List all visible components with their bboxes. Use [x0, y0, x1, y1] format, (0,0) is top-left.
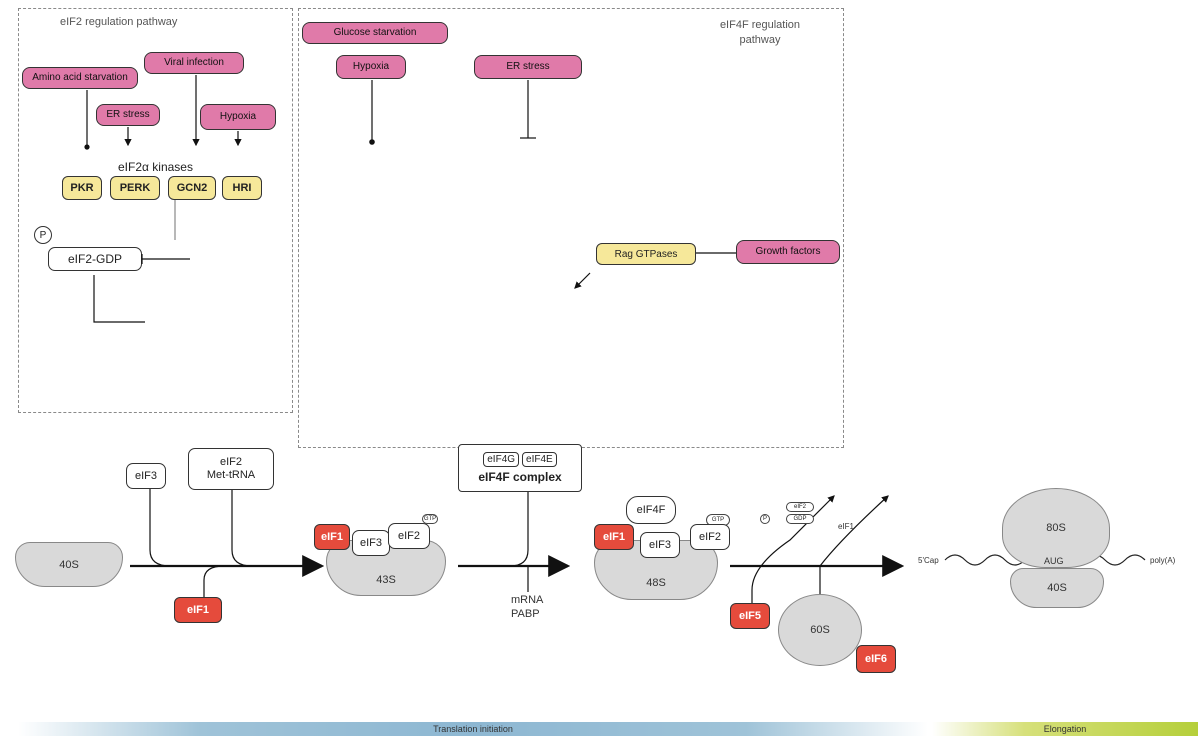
mrna-label: mRNA [511, 594, 544, 606]
eif3-on-48s: eIF3 [640, 532, 680, 558]
phospho-badge: P [34, 226, 52, 244]
ribosome-80s: 80S [1002, 488, 1110, 568]
eif2-on-43s: eIF2 [388, 523, 430, 549]
gtp-tag-43s: GTP [422, 514, 438, 524]
elongation-bar-label: Elongation [1043, 724, 1087, 734]
kinase-gcn2: GCN2 [168, 176, 216, 200]
eif2-regulation-panel [18, 8, 293, 413]
initiation-bar-label: Translation initiation [433, 724, 513, 734]
ribosome-40s-80s: 40S [1010, 568, 1104, 608]
eif2-released: eIF2 [786, 502, 814, 512]
kinase-pkr: PKR [62, 176, 102, 200]
eif2-kinases-label: eIF2α kinases [118, 160, 193, 174]
stimulus-viral-infection: Viral infection [144, 52, 244, 74]
stimulus-growth-factors: Growth factors [736, 240, 840, 264]
eif1-entry: eIF1 [174, 597, 222, 623]
stimulus-hypoxia: Hypoxia [200, 104, 276, 130]
eif4f-panel-title: eIF4F regulation pathway [700, 18, 820, 48]
stimulus-er-stress-2: ER stress [474, 55, 582, 79]
eif1-on-48s: eIF1 [594, 524, 634, 550]
kinase-perk: PERK [110, 176, 160, 200]
ribosome-60s: 60S [778, 594, 862, 666]
elongation-bar: Elongation [932, 722, 1198, 736]
stimulus-er-stress: ER stress [96, 104, 160, 126]
eif2-met-trna-box: eIF2 Met-tRNA [188, 448, 274, 490]
eif6-box: eIF6 [856, 645, 896, 673]
eif4f-complex-box: eIF4G eIF4E eIF4F complex [458, 444, 582, 492]
phospho-label: P [39, 229, 47, 241]
eif4f-on-48s: eIF4F [626, 496, 676, 524]
eif2-panel-title: eIF2 regulation pathway [60, 16, 178, 28]
eif3-on-43s: eIF3 [352, 530, 390, 556]
eif4e-chip: eIF4E [522, 452, 557, 467]
rag-gtpases: Rag GTPases [596, 243, 696, 265]
phospho-small: P [760, 514, 770, 524]
polya-label: poly(A) [1150, 556, 1176, 565]
eif5-box: eIF5 [730, 603, 770, 629]
kinase-hri: HRI [222, 176, 262, 200]
eif2-on-48s: eIF2 [690, 524, 730, 550]
stimulus-hypoxia-2: Hypoxia [336, 55, 406, 79]
eif3-box: eIF3 [126, 463, 166, 489]
eif4f-complex-label: eIF4F complex [478, 470, 562, 484]
stimulus-amino-acid-starvation: Amino acid starvation [22, 67, 138, 89]
gdp-released: GDP [786, 514, 814, 524]
pabp-label: PABP [511, 608, 540, 620]
eif1-released-label: eIF1 [838, 522, 855, 531]
eif1-on-43s: eIF1 [314, 524, 350, 550]
eif4f-panel-title-text: eIF4F regulation pathway [719, 19, 801, 46]
eif2-met-trna-label: eIF2 Met-tRNA [206, 455, 256, 481]
cap-label: 5'Cap [918, 556, 939, 565]
aug-label: AUG [1044, 556, 1064, 566]
ribosome-40s: 40S [15, 542, 123, 587]
initiation-bar: Translation initiation [18, 722, 928, 736]
eif2-gdp-complex: eIF2-GDP [48, 247, 142, 271]
stimulus-glucose-starvation: Glucose starvation [302, 22, 448, 44]
eif4g-chip: eIF4G [483, 452, 520, 467]
